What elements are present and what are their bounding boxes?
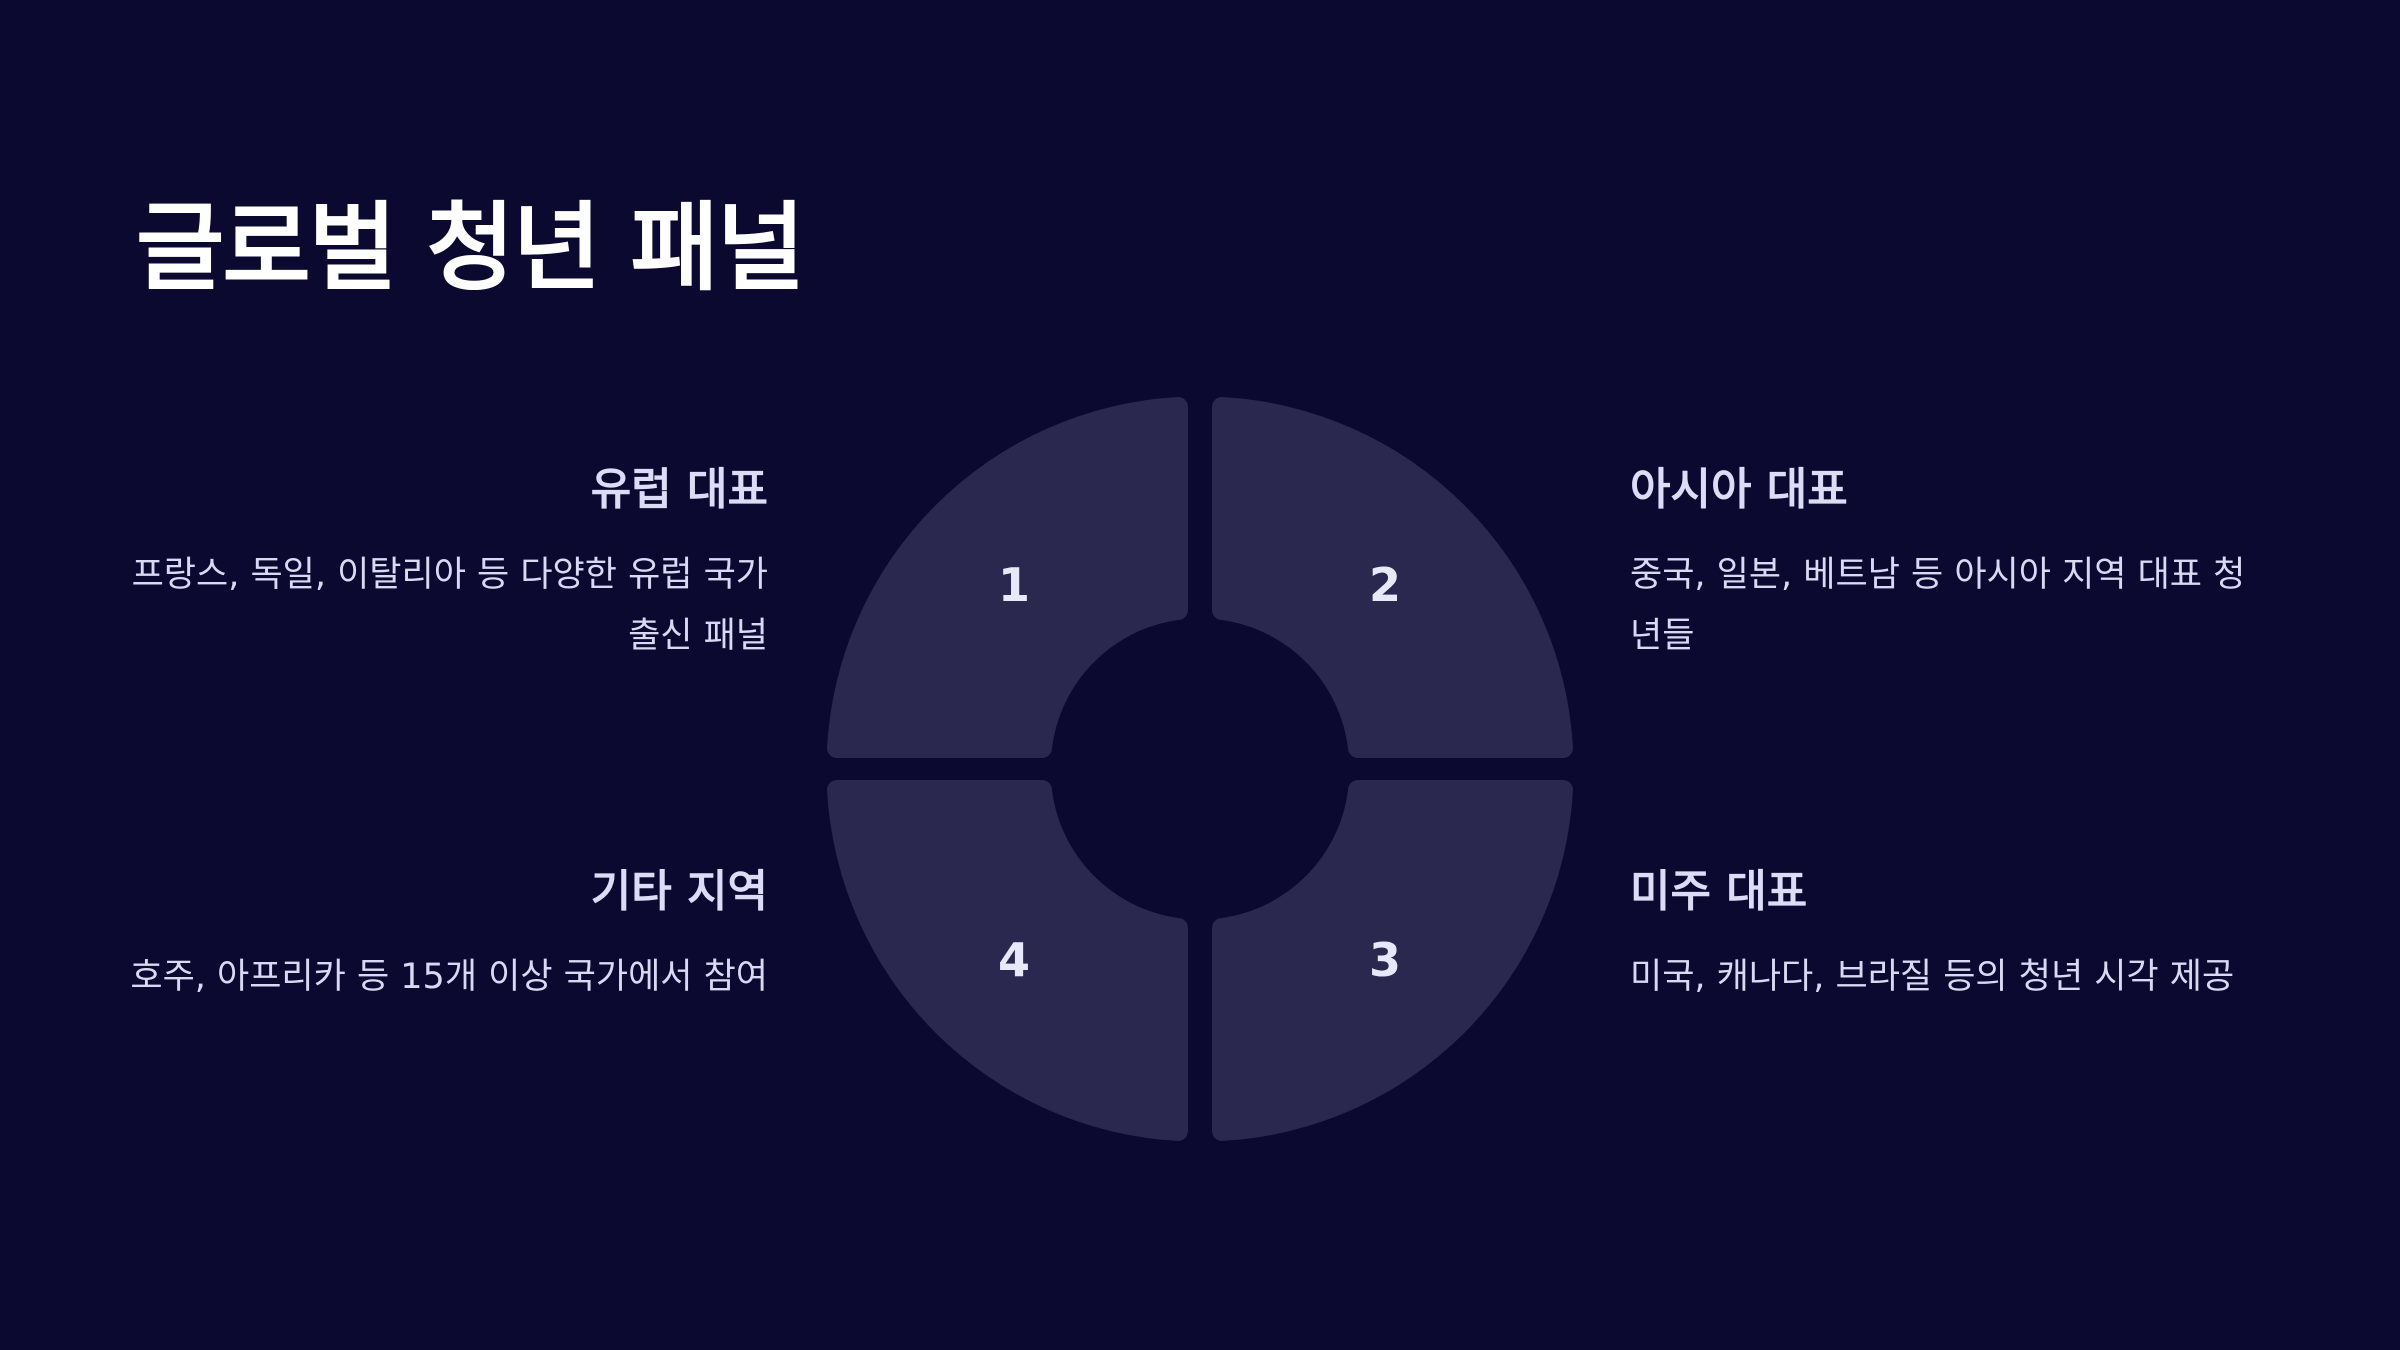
panel-europe: 유럽 대표 프랑스, 독일, 이탈리아 등 다양한 유럽 국가 출신 패널: [128, 464, 768, 667]
segment-3-number: 3: [1369, 933, 1401, 987]
segment-2-number: 2: [1369, 558, 1401, 612]
segment-3: [1212, 780, 1573, 1141]
panel-americas-heading: 미주 대표: [1630, 866, 1808, 917]
panel-other: 기타 지역 호주, 아프리카 등 15개 이상 국가에서 참여: [128, 866, 768, 1008]
page-title: 글로벌 청년 패널: [136, 192, 805, 304]
panel-europe-description: 프랑스, 독일, 이탈리아 등 다양한 유럽 국가 출신 패널: [131, 554, 768, 656]
segment-4: [827, 780, 1188, 1141]
segment-1: [827, 397, 1188, 758]
panel-americas: 미주 대표 미국, 캐나다, 브라질 등의 청년 시각 제공: [1630, 866, 2270, 1008]
segment-2: [1212, 397, 1573, 758]
panel-asia-description: 중국, 일본, 베트남 등 아시아 지역 대표 청년들: [1630, 554, 2246, 656]
panel-other-description: 호주, 아프리카 등 15개 이상 국가에서 참여: [130, 956, 768, 997]
panel-other-heading: 기타 지역: [590, 866, 768, 917]
panel-asia-heading: 아시아 대표: [1630, 464, 1848, 515]
panel-asia: 아시아 대표 중국, 일본, 베트남 등 아시아 지역 대표 청년들: [1630, 464, 2270, 667]
panel-europe-heading: 유럽 대표: [590, 464, 768, 515]
segment-4-number: 4: [998, 933, 1030, 987]
panel-americas-description: 미국, 캐나다, 브라질 등의 청년 시각 제공: [1630, 956, 2235, 997]
segment-1-number: 1: [998, 558, 1030, 612]
